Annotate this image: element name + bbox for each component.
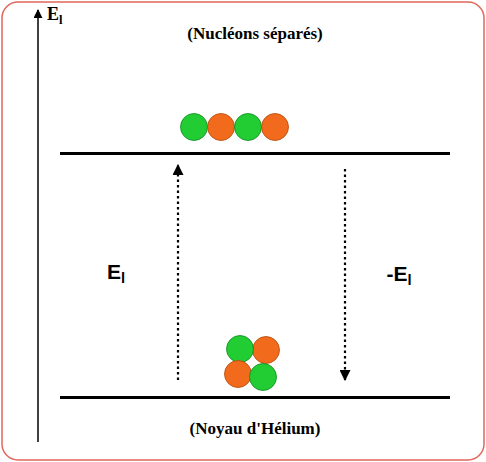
energy-label: -El [384, 261, 413, 288]
energy-arrow [177, 165, 179, 380]
helium-nucleus [225, 336, 280, 391]
axis-label: El [47, 5, 63, 28]
level-label: (Noyau d'Hélium) [190, 419, 321, 439]
separate-nucleons [181, 114, 289, 141]
energy-arrow [344, 169, 346, 380]
energy-level: (Nucléons séparés) [60, 20, 450, 155]
level-label: (Nucléons séparés) [187, 24, 323, 44]
energy-level: (Noyau d'Hélium) [60, 396, 450, 454]
energy-label: El [105, 259, 127, 286]
energy-axis [37, 10, 39, 442]
